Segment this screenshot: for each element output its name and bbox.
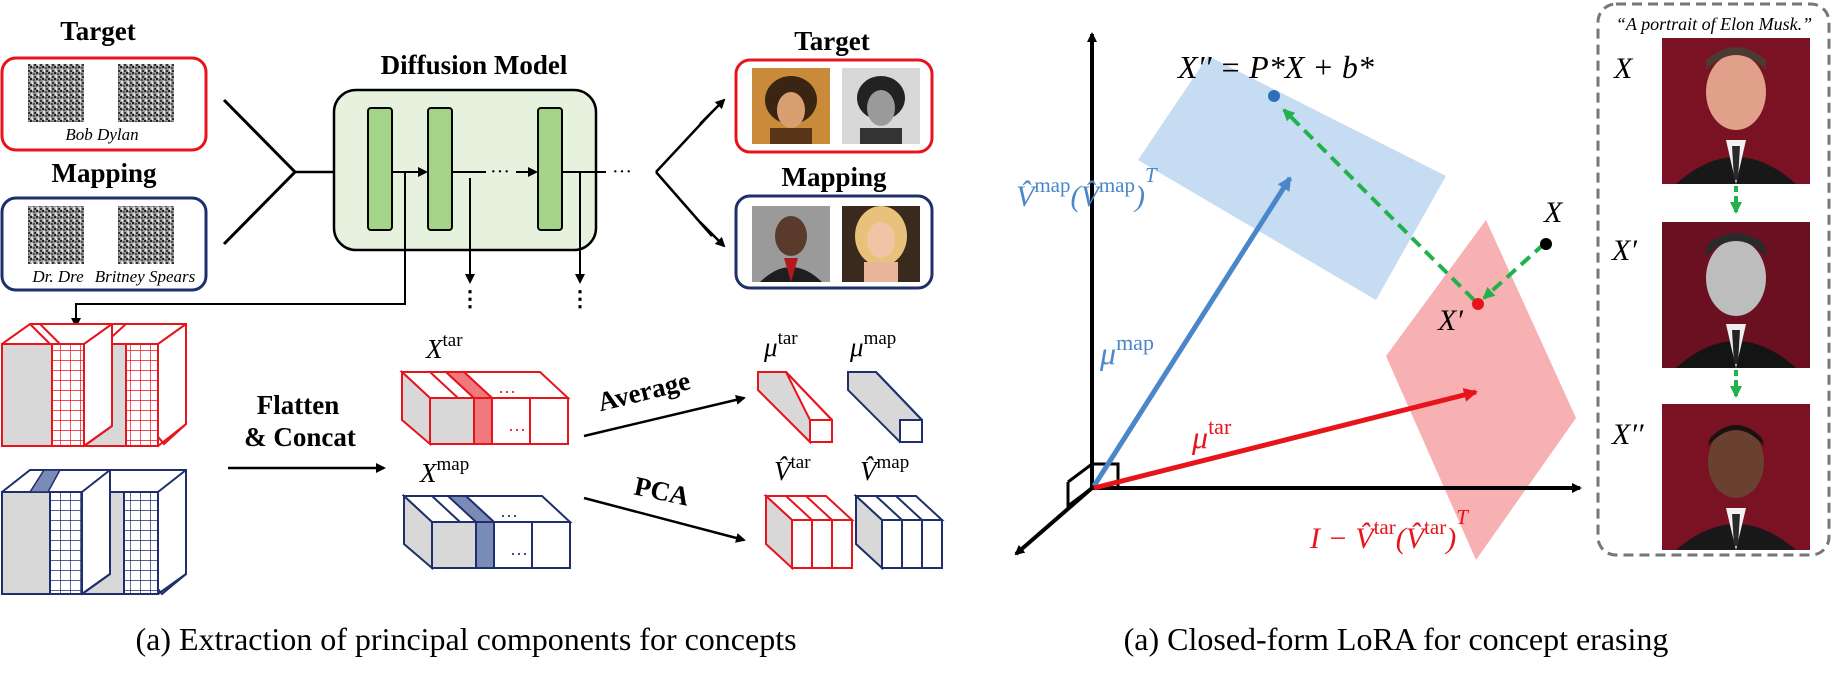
v-map-projection-label: V̂map(V̂map)T <box>1016 163 1158 213</box>
mu-map-bar <box>847 371 923 443</box>
point-x-prime <box>1472 298 1484 310</box>
target-orthogonal-plane <box>1386 220 1576 560</box>
portrait-mapped <box>1662 404 1810 550</box>
output-target-title: Target <box>794 26 870 56</box>
output-arrow-mapping <box>699 221 726 248</box>
example-row-label-x-prime: X′ <box>1611 234 1637 267</box>
left-caption: (a) Extraction of principal components f… <box>135 621 796 657</box>
feature-maps-mapping <box>0 469 187 596</box>
x-tar-matrix: ··· ··· <box>399 369 571 447</box>
origin-corner <box>1066 462 1120 509</box>
feature-maps-target <box>0 323 187 448</box>
mapping-subspace-plane <box>1138 56 1446 300</box>
mapping-input-title: Mapping <box>51 158 157 188</box>
pca-label: PCA <box>632 471 693 512</box>
target-noise-image-1 <box>28 64 84 122</box>
portrait-bob-dylan-color <box>752 68 830 144</box>
portrait-bob-dylan-bw <box>842 68 920 144</box>
example-prompt: “A portrait of Elon Musk.” <box>1616 14 1812 34</box>
output-mapping-title: Mapping <box>781 162 887 192</box>
v-map-matrix <box>853 493 945 571</box>
portrait-britney-spears <box>842 206 920 282</box>
mu-map-vector <box>1091 176 1293 488</box>
right-panel: X′′ = P*X + b* V̂map(V̂map)T μmap μtar X… <box>1014 32 1669 657</box>
pca-arrow <box>583 496 746 543</box>
output-ellipsis: ··· <box>612 161 632 183</box>
diffusion-model-box <box>332 88 598 252</box>
input-merge-lines <box>222 98 298 246</box>
portrait-dr-dre <box>752 206 830 282</box>
x-map-ellipsis-top: ··· <box>500 506 518 526</box>
map-arrow <box>1282 108 1476 302</box>
example-panel: “A portrait of Elon Musk.” X X′ X′′ <box>1596 2 1831 557</box>
output-mapping-box <box>734 194 934 290</box>
x-tar-ellipsis-top: ··· <box>498 382 516 402</box>
point-x-double-prime <box>1268 90 1280 102</box>
x-map-ellipsis-bottom: ··· <box>510 544 528 564</box>
mu-map-label: μmap <box>849 328 896 362</box>
v-tar-matrix <box>763 493 855 571</box>
tap-dots-1: ⋮ <box>459 286 481 311</box>
mu-tar-vector-label: μtar <box>1191 414 1232 455</box>
v-tar-label: V̂tar <box>774 452 811 486</box>
flatten-label-line2: & Concat <box>244 422 356 452</box>
left-panel: Target Bob Dylan Mapping Dr. Dre Britney… <box>0 16 945 657</box>
mu-tar-bar <box>757 371 833 445</box>
output-branch-lines <box>655 111 713 237</box>
mapping-noise-image-1 <box>28 206 84 264</box>
layer-ellipsis: ··· <box>490 161 510 183</box>
mapping-input-box <box>0 196 208 292</box>
average-arrow <box>583 394 746 438</box>
v-map-label: V̂map <box>860 452 909 486</box>
diffusion-model-title: Diffusion Model <box>381 50 568 80</box>
portrait-projected <box>1662 222 1810 368</box>
diffusion-layer-1 <box>367 107 393 231</box>
x-map-matrix: ··· ··· <box>401 493 573 571</box>
output-arrow-target <box>699 98 726 125</box>
project-arrow <box>1482 242 1546 300</box>
feature-tap-arrow <box>71 172 406 328</box>
target-noise-image-2 <box>118 64 174 122</box>
erase-projection-label: I − V̂tar(V̂tar)T <box>1309 505 1469 555</box>
point-x <box>1540 238 1552 250</box>
x-double-prime-equation: X′′ = P*X + b* <box>1176 49 1374 85</box>
diffusion-layer-2 <box>427 107 453 231</box>
mu-map-vector-label: μmap <box>1099 330 1154 371</box>
mapping-name-label-2: Britney Spears <box>95 267 196 286</box>
x-tar-ellipsis-bottom: ··· <box>508 420 526 440</box>
flatten-label-line1: Flatten <box>257 390 339 420</box>
x-map-label: Xmap <box>419 454 469 488</box>
mapping-noise-image-2 <box>118 206 174 264</box>
x-prime-point-label: X′ <box>1437 304 1463 337</box>
tap-dots-2: ⋮ <box>569 286 591 311</box>
output-target-box <box>734 58 934 154</box>
diffusion-layer-3 <box>537 107 563 231</box>
portrait-original <box>1662 38 1810 184</box>
mu-tar-label: μtar <box>763 328 798 362</box>
mapping-name-label-1: Dr. Dre <box>31 267 84 286</box>
target-name-label: Bob Dylan <box>65 125 138 144</box>
example-row-label-x: X <box>1613 52 1634 85</box>
average-label: Average <box>595 365 693 417</box>
target-input-title: Target <box>60 16 136 46</box>
x-tar-label: Xtar <box>425 330 463 364</box>
target-input-box <box>0 56 208 152</box>
example-row-label-x-double-prime: X′′ <box>1611 418 1644 451</box>
x-point-label: X <box>1543 196 1564 229</box>
example-panel-border <box>1596 2 1831 557</box>
mu-tar-vector <box>1093 388 1478 491</box>
right-caption: (a) Closed-form LoRA for concept erasing <box>1124 621 1669 657</box>
